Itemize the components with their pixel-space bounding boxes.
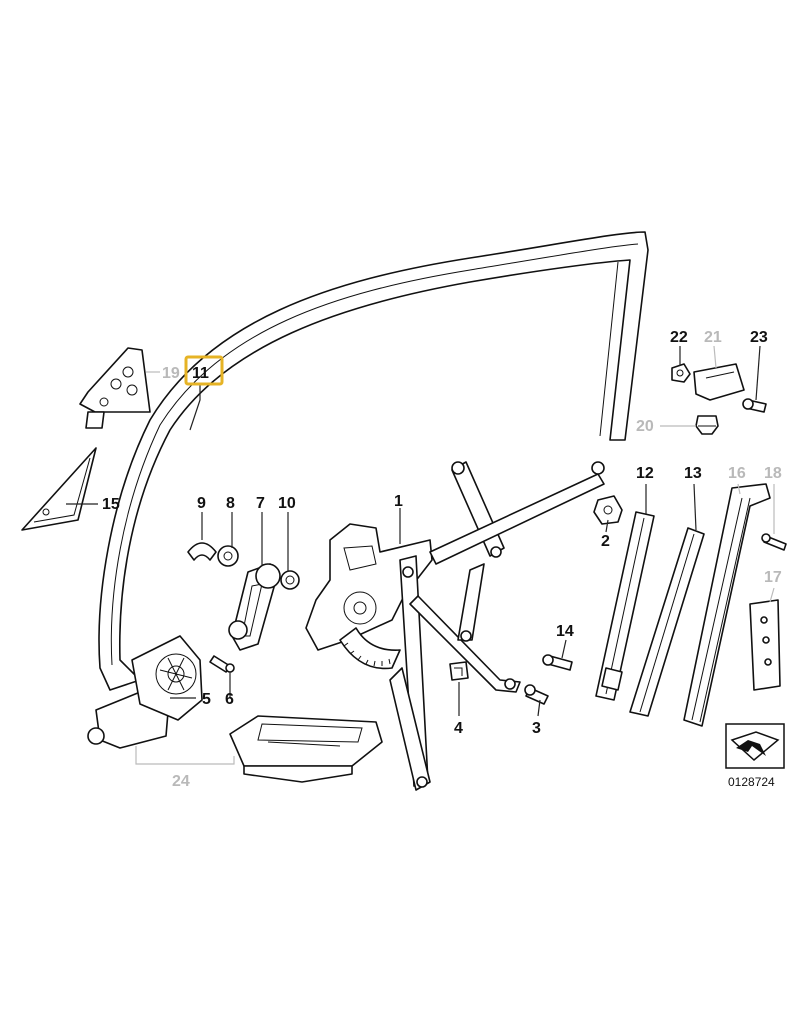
part-23-bolt[interactable]: [742, 398, 767, 413]
part-3-bolt[interactable]: [524, 684, 549, 705]
callout-24[interactable]: 24: [172, 773, 190, 790]
part-6-screw[interactable]: [209, 655, 235, 673]
callout-15[interactable]: 15: [102, 496, 120, 513]
part-10-nut[interactable]: [280, 570, 300, 590]
callout-20[interactable]: 20: [636, 418, 654, 435]
part-5-motor[interactable]: [87, 635, 203, 749]
part-14-bolt[interactable]: [542, 654, 573, 671]
callout-11[interactable]: 11: [192, 365, 209, 382]
part-20-clip[interactable]: [695, 415, 719, 435]
callout-13[interactable]: 13: [684, 465, 702, 482]
callout-16[interactable]: 16: [728, 465, 746, 482]
highlight-box: [184, 355, 224, 386]
callout-7[interactable]: 7: [256, 495, 265, 512]
callout-22[interactable]: 22: [670, 329, 688, 346]
part-15-triangle-trim[interactable]: [21, 447, 97, 531]
part-4-clip[interactable]: [449, 661, 469, 681]
callout-21[interactable]: 21: [704, 329, 722, 346]
part-12-guide-rail[interactable]: [595, 511, 655, 701]
callout-5[interactable]: 5: [202, 691, 211, 708]
part-21-bracket[interactable]: [693, 363, 745, 401]
part-1-window-regulator[interactable]: [305, 461, 605, 791]
callout-2[interactable]: 2: [601, 533, 610, 550]
callout-14[interactable]: 14: [556, 623, 574, 640]
part-11-frame-seal[interactable]: [98, 231, 649, 691]
part-9-bushing[interactable]: [187, 542, 217, 561]
reference-number: 0128724: [728, 775, 775, 789]
callout-1[interactable]: 1: [394, 493, 403, 510]
part-17-bracket[interactable]: [749, 599, 781, 691]
part-18-bolt[interactable]: [761, 533, 787, 551]
callout-18[interactable]: 18: [764, 465, 782, 482]
callout-12[interactable]: 12: [636, 465, 654, 482]
callout-6[interactable]: 6: [225, 691, 234, 708]
part-19-corner-panel[interactable]: [79, 347, 151, 429]
part-2-clip[interactable]: [593, 495, 623, 525]
callout-17[interactable]: 17: [764, 569, 782, 586]
part-24-control-module[interactable]: [229, 715, 383, 783]
part-16-channel-rail[interactable]: [683, 483, 771, 727]
callout-9[interactable]: 9: [197, 495, 206, 512]
callout-23[interactable]: 23: [750, 329, 768, 346]
callout-8[interactable]: 8: [226, 495, 235, 512]
callout-10[interactable]: 10: [278, 495, 296, 512]
part-7-drive-belt[interactable]: [228, 563, 281, 651]
part-22-nut[interactable]: [671, 363, 691, 383]
reference-badge: 0128724: [725, 723, 785, 789]
callouts: 1 2 3 4 5 6 7 8 9 10 11 12 13 14 15 16 1…: [102, 329, 782, 790]
part-8-pulley[interactable]: [217, 545, 239, 567]
callout-3[interactable]: 3: [532, 720, 541, 737]
leader-lines: [66, 345, 775, 765]
callout-19[interactable]: 19: [162, 365, 180, 382]
part-13-guide-rail[interactable]: [629, 527, 705, 717]
callout-4[interactable]: 4: [454, 720, 463, 737]
arrow-icon: [730, 731, 780, 761]
